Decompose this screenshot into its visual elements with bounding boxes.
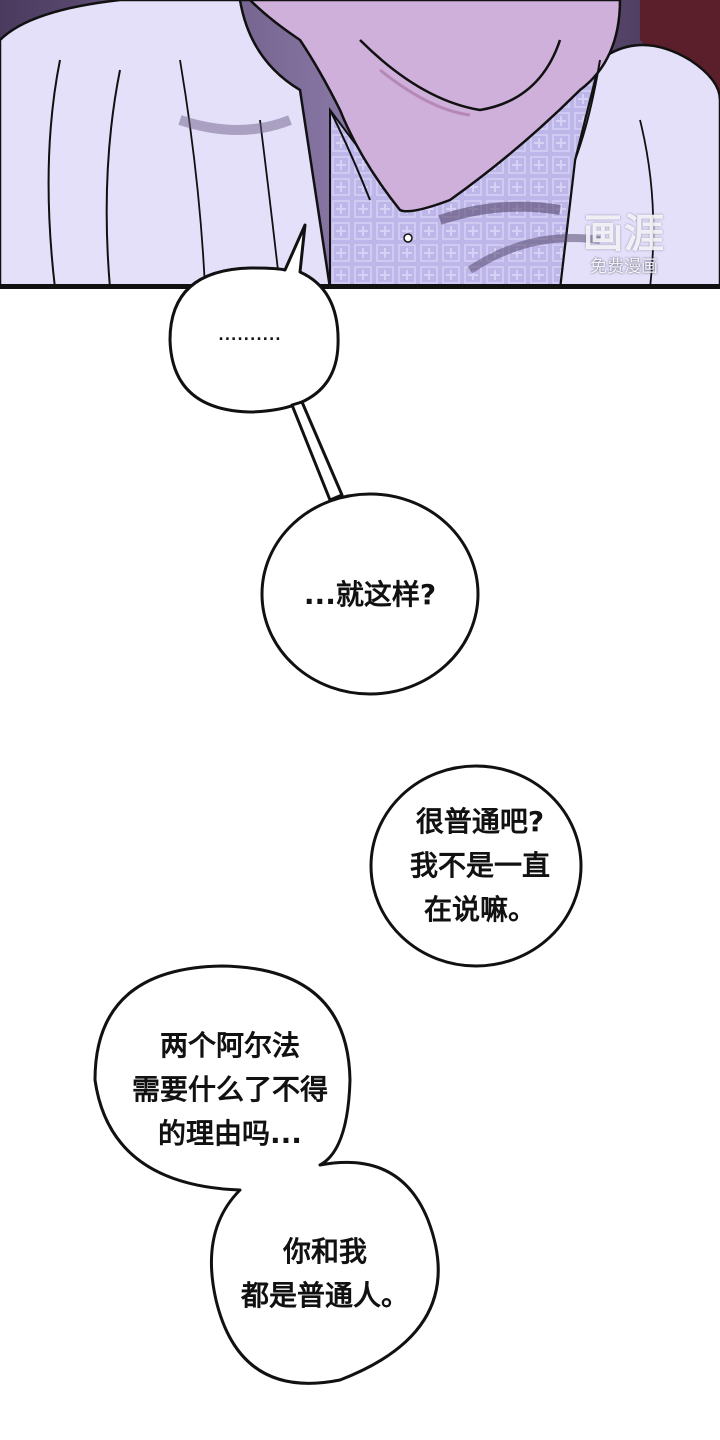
- panel-border: [0, 284, 720, 289]
- bubble-dots: [168, 223, 340, 414]
- bubble-normal-text: 很普通吧? 我不是一直 在说嘛。: [380, 800, 580, 932]
- bubble-alpha-line: 的理由吗...: [158, 1117, 302, 1150]
- watermark-logo: 画涯: [583, 211, 665, 257]
- bubble-question-text: ...就这样?: [303, 578, 437, 611]
- bubble-normal-line: 我不是一直: [409, 849, 550, 882]
- watermark-subtitle: 免费漫画: [590, 257, 658, 277]
- bubble-dots-text: ..........: [218, 328, 282, 344]
- character-illustration: [0, 0, 720, 288]
- comic-panel-illustration: [0, 0, 720, 288]
- watermark: 画涯 免费漫画: [564, 212, 684, 278]
- bubble-both-line: 都是普通人。: [240, 1279, 409, 1312]
- bubble-connector: [290, 400, 344, 502]
- bubble-normal-line: 在说嘛。: [423, 893, 536, 926]
- bubble-alpha-text: 两个阿尔法 需要什么了不得 的理由吗...: [90, 1024, 370, 1156]
- bubble-both-text: 你和我 都是普通人。: [220, 1230, 430, 1318]
- bubble-both-line: 你和我: [282, 1235, 367, 1268]
- bubble-normal: [369, 764, 583, 968]
- bubble-alpha-line: 两个阿尔法: [159, 1029, 300, 1062]
- bubble-alpha-line: 需要什么了不得: [131, 1073, 328, 1106]
- bubble-question: [260, 492, 480, 696]
- bubble-normal-line: 很普通吧?: [415, 805, 545, 838]
- bubble-alpha-both: [93, 964, 440, 1385]
